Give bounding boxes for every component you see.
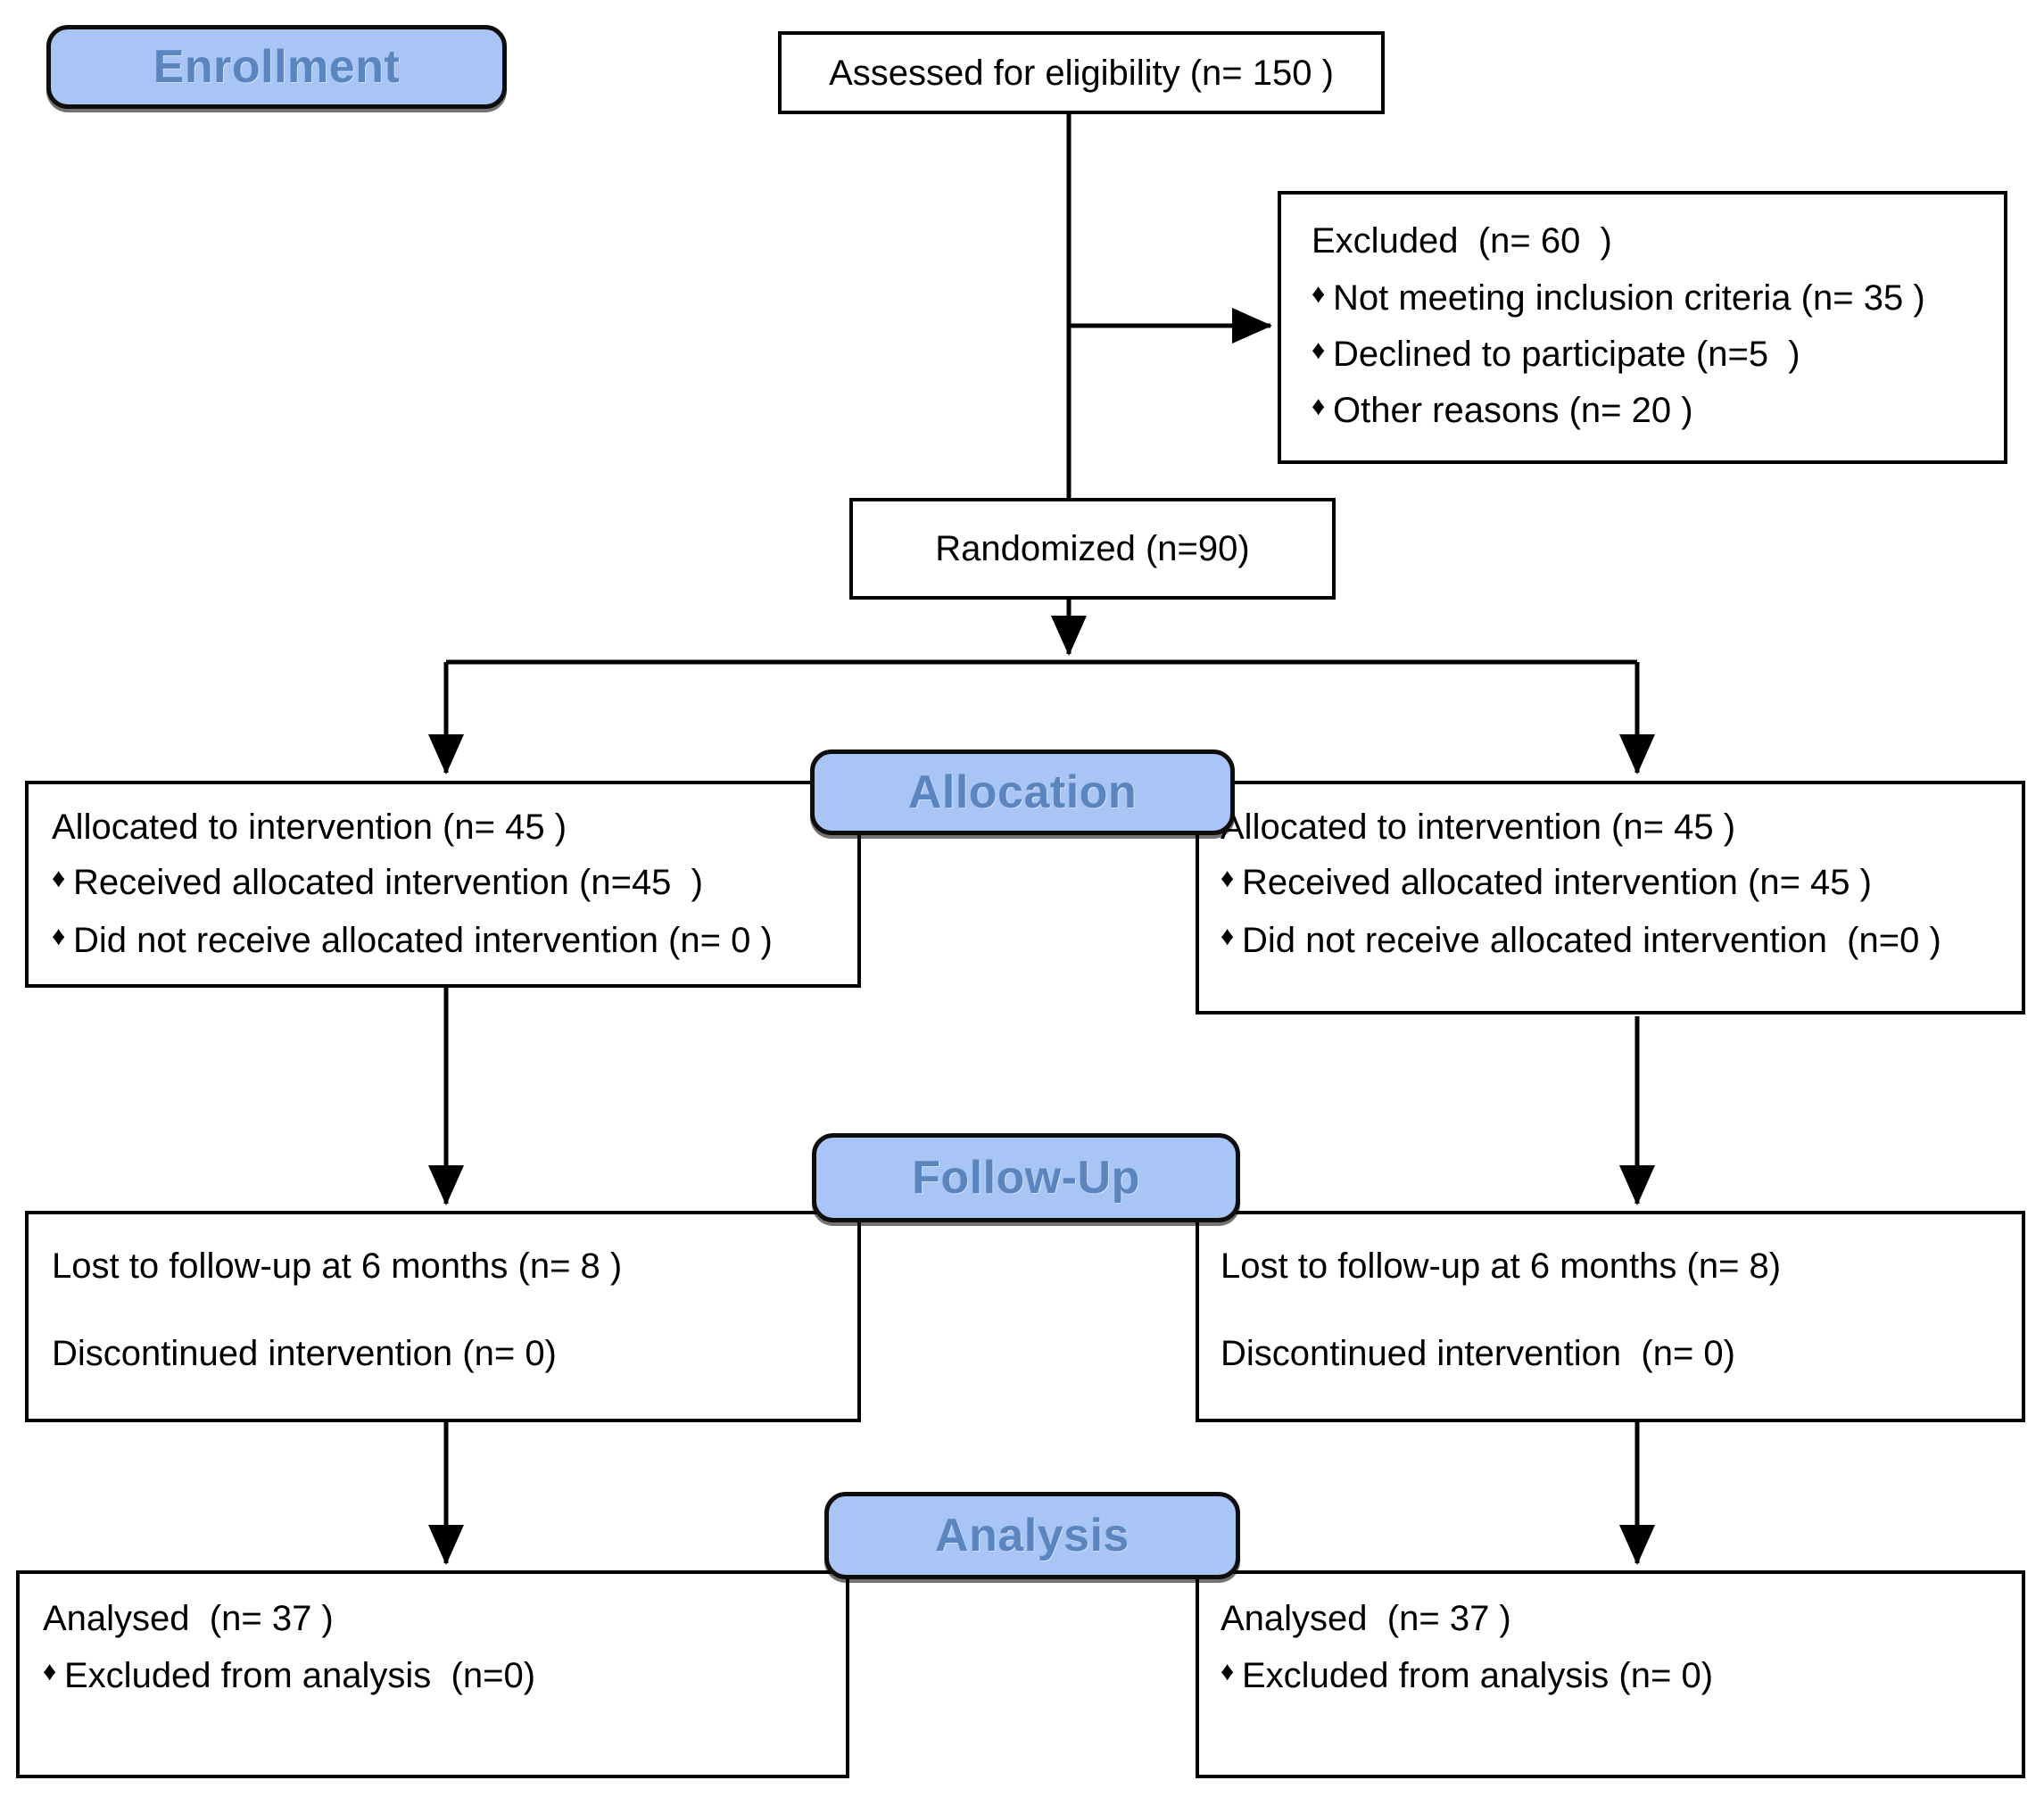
allocation-right-bullet: Did not receive allocated intervention (… [1242, 921, 1941, 960]
excluded-reason-text: Other reasons (n= 20 ) [1333, 391, 1693, 430]
badge-enrollment-label: Enrollment [153, 41, 401, 93]
excluded-reason-text: Not meeting inclusion criteria (n= 35 ) [1333, 278, 1925, 318]
badge-followup: Follow-Up [812, 1133, 1240, 1222]
diamond-bullet-icon: ♦ [1312, 392, 1326, 421]
diamond-bullet-icon: ♦ [1221, 1657, 1235, 1686]
list-item: ♦ Did not receive allocated intervention… [52, 921, 857, 961]
excluded-reason-list: ♦ Not meeting inclusion criteria (n= 35 … [1312, 278, 2004, 431]
allocation-left-list: ♦ Received allocated intervention (n=45 … [52, 863, 857, 961]
randomized-text: Randomized (n=90) [935, 529, 1250, 568]
box-excluded: Excluded (n= 60 ) ♦ Not meeting inclusio… [1278, 191, 2007, 464]
allocation-right-title: Allocated to intervention (n= 45 ) [1221, 807, 1736, 847]
list-item: ♦ Other reasons (n= 20 ) [1312, 391, 2004, 431]
allocation-left-bullet: Did not receive allocated intervention (… [73, 921, 773, 960]
allocation-left-bullet: Received allocated intervention (n=45 ) [73, 863, 703, 902]
analysis-left-bullet: Excluded from analysis (n=0) [64, 1656, 536, 1695]
box-analysis-left: Analysed (n= 37 ) ♦ Excluded from analys… [16, 1570, 849, 1778]
diamond-bullet-icon: ♦ [1312, 335, 1326, 365]
diamond-bullet-icon: ♦ [1221, 922, 1235, 951]
list-item: ♦ Did not receive allocated intervention… [1221, 921, 2022, 961]
box-assessed-for-eligibility: Assessed for eligibility (n= 150 ) [778, 31, 1385, 114]
box-allocation-left: Allocated to intervention (n= 45 ) ♦ Rec… [25, 781, 861, 988]
excluded-reason-text: Declined to participate (n=5 ) [1333, 335, 1800, 374]
followup-right-discontinued: Discontinued intervention (n= 0) [1221, 1334, 1735, 1373]
badge-allocation: Allocation [810, 749, 1235, 835]
box-randomized: Randomized (n=90) [849, 498, 1336, 600]
allocation-right-list: ♦ Received allocated intervention (n= 45… [1221, 863, 2022, 961]
diamond-bullet-icon: ♦ [1221, 864, 1235, 893]
badge-enrollment: Enrollment [46, 25, 507, 109]
box-followup-left: Lost to follow-up at 6 months (n= 8 ) Di… [25, 1211, 861, 1422]
badge-analysis-label: Analysis [935, 1510, 1130, 1561]
box-analysis-right: Analysed (n= 37 ) ♦ Excluded from analys… [1196, 1570, 2025, 1778]
analysis-right-list: ♦ Excluded from analysis (n= 0) [1221, 1656, 2022, 1696]
followup-left-lost: Lost to follow-up at 6 months (n= 8 ) [52, 1246, 623, 1286]
followup-right-lost: Lost to follow-up at 6 months (n= 8) [1221, 1246, 1782, 1286]
box-allocation-right: Allocated to intervention (n= 45 ) ♦ Rec… [1196, 781, 2025, 1014]
analysis-left-title: Analysed (n= 37 ) [43, 1599, 334, 1638]
followup-left-discontinued: Discontinued intervention (n= 0) [52, 1334, 557, 1373]
analysis-right-bullet: Excluded from analysis (n= 0) [1242, 1656, 1714, 1695]
list-item: ♦ Received allocated intervention (n= 45… [1221, 863, 2022, 903]
diamond-bullet-icon: ♦ [43, 1657, 57, 1686]
diamond-bullet-icon: ♦ [1312, 279, 1326, 309]
diamond-bullet-icon: ♦ [52, 922, 66, 951]
excluded-title: Excluded (n= 60 ) [1312, 221, 1612, 261]
badge-allocation-label: Allocation [907, 766, 1138, 818]
badge-followup-label: Follow-Up [912, 1152, 1140, 1204]
list-item: ♦ Not meeting inclusion criteria (n= 35 … [1312, 278, 2004, 319]
list-item: ♦ Declined to participate (n=5 ) [1312, 335, 2004, 375]
list-item: ♦ Received allocated intervention (n=45 … [52, 863, 857, 903]
analysis-left-list: ♦ Excluded from analysis (n=0) [43, 1656, 846, 1696]
allocation-right-bullet: Received allocated intervention (n= 45 ) [1242, 863, 1872, 902]
box-followup-right: Lost to follow-up at 6 months (n= 8) Dis… [1196, 1211, 2025, 1422]
analysis-right-title: Analysed (n= 37 ) [1221, 1599, 1511, 1638]
list-item: ♦ Excluded from analysis (n= 0) [1221, 1656, 2022, 1696]
allocation-left-title: Allocated to intervention (n= 45 ) [52, 807, 567, 847]
assessed-text: Assessed for eligibility (n= 150 ) [829, 53, 1334, 93]
list-item: ♦ Excluded from analysis (n=0) [43, 1656, 846, 1696]
diamond-bullet-icon: ♦ [52, 864, 66, 893]
badge-analysis: Analysis [824, 1492, 1240, 1579]
